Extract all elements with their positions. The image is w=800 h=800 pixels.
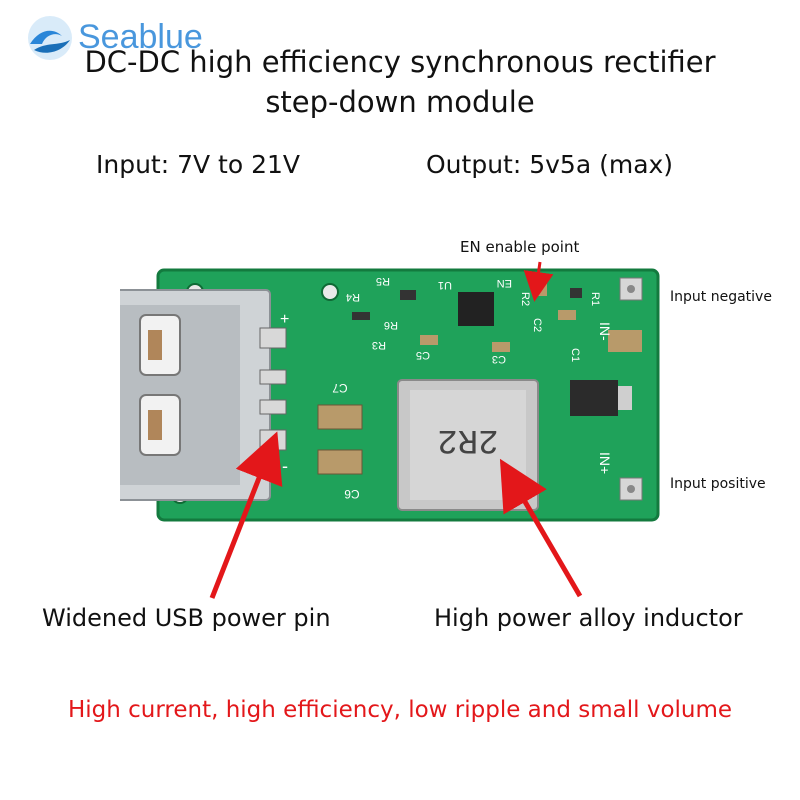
page-title-line1: DC-DC high efficiency synchronous rectif… [84,45,716,79]
output-spec: Output: 5v5a (max) [426,150,674,179]
minus-mark: - [282,456,288,476]
input-positive-label: Input positive [670,476,766,492]
in-plus-mark: IN+ [597,452,613,474]
resistor [352,312,370,320]
c1-mark: C1 [569,348,581,362]
diode [570,380,618,416]
page-title-line2: step-down module [265,85,535,119]
inductor-code: 2R2 [437,420,498,458]
brand-logo: Seablue [18,6,248,66]
r6-mark: R6 [384,319,398,331]
capacitor-c1 [608,330,642,352]
plus-mark: + [280,311,289,328]
feature-summary: High current, high efficiency, low rippl… [67,697,733,723]
mounting-hole [321,283,339,301]
capacitor-c3 [492,342,510,352]
pcb-module-photo: + - C7 C6 2R2 U1 R5 R4 R3 R6 C5 C3 C2 R2… [109,250,680,550]
c2-mark: C2 [531,318,543,332]
r5-mark: R5 [376,275,390,287]
r1-mark: R1 [589,292,601,306]
r3-mark: R3 [372,339,386,351]
u1-mark: U1 [438,279,452,291]
in-minus-mark: IN- [597,322,613,341]
usb-pin [259,369,287,385]
usb-pin [259,327,287,349]
input-spec: Input: 7V to 21V [96,150,301,179]
capacitor-c7 [317,404,363,430]
usb-pin-arrow [209,431,283,599]
en-mark: EN [497,277,512,289]
c6-mark: C6 [344,487,360,501]
c5-mark: C5 [416,349,430,361]
c7-mark: C7 [332,381,348,395]
en-arrow [523,261,554,302]
ic-chip [458,292,494,326]
capacitor-c5 [420,335,438,345]
logo-text: Seablue [78,18,203,56]
en-enable-label: EN enable point [460,238,580,256]
capacitor-c6 [317,449,363,475]
r4-mark: R4 [346,291,360,303]
inductor-arrow [499,458,583,598]
input-negative-label: Input negative [670,289,772,305]
c3-mark: C3 [492,353,506,365]
inductor-label: High power alloy inductor [434,604,743,632]
resistor-r1 [570,288,582,298]
resistor [400,290,416,300]
usb-pin [259,399,287,415]
usb-pin-label: Widened USB power pin [42,604,331,632]
capacitor-c2 [558,310,576,320]
